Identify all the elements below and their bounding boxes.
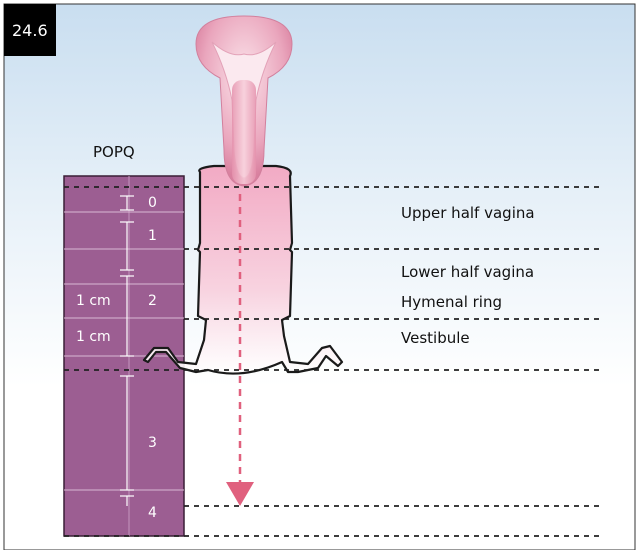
label-hymenal-ring: Hymenal ring [401,293,502,311]
measurement-label-2: 1 cm [76,329,111,345]
grade-label-0: 0 [148,195,157,211]
figure-number-tag: 24.6 [4,4,56,56]
label-upper-half-vagina: Upper half vagina [401,204,535,222]
popq-scale-bar: 0 1 2 3 4 1 cm 1 cm [64,176,184,536]
grade-label-3: 3 [148,435,157,451]
measurement-label-1: 1 cm [76,293,111,309]
grade-label-4: 4 [148,505,157,521]
label-lower-half-vagina: Lower half vagina [401,263,534,281]
figure-number: 24.6 [12,21,48,40]
scale-title: POPQ [93,143,135,161]
grade-label-2: 2 [148,293,157,309]
label-vestibule: Vestibule [401,329,470,347]
grade-label-1: 1 [148,228,157,244]
